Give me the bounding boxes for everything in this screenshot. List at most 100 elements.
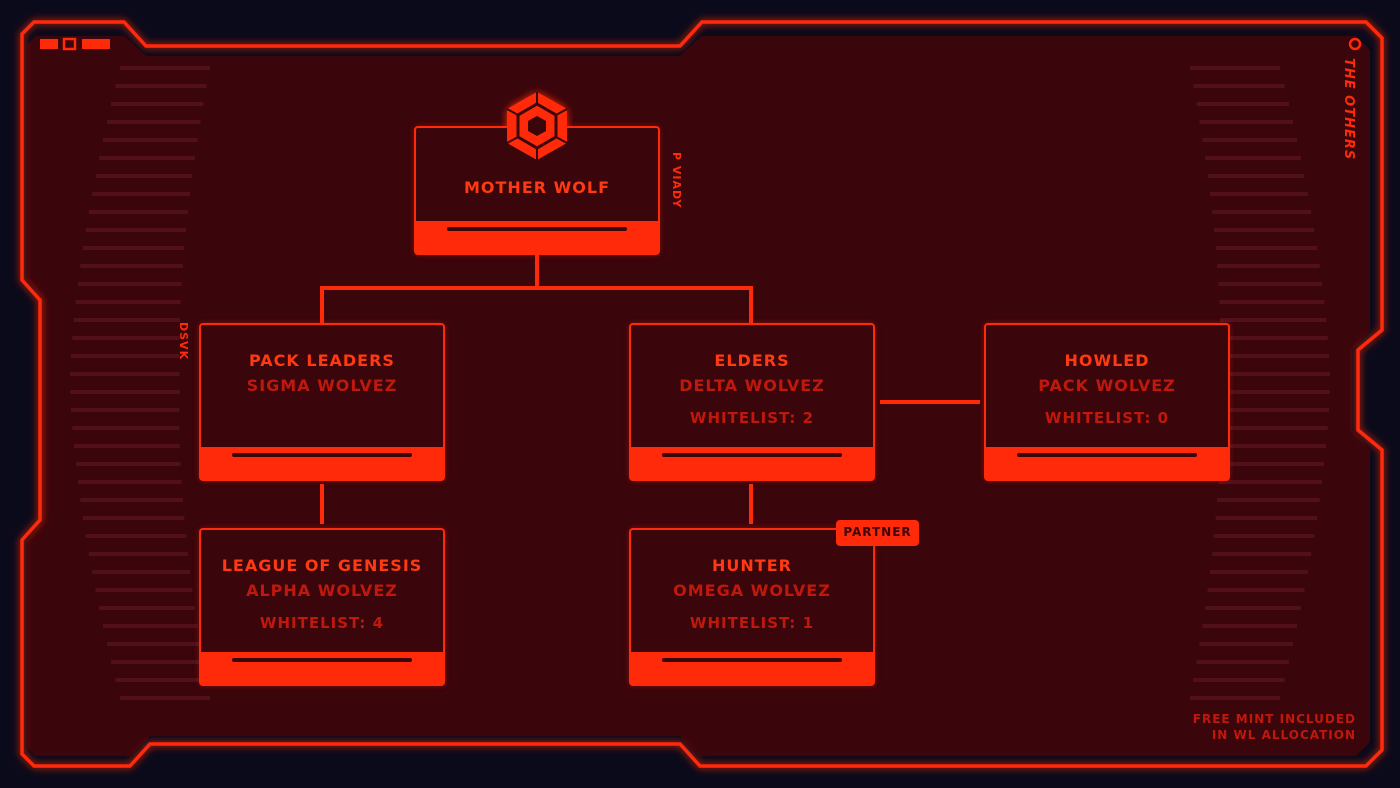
stripe [95, 588, 193, 592]
stripe [99, 156, 195, 160]
stripe [70, 390, 180, 394]
stripe [1213, 228, 1315, 232]
brand-side-label: THE OTHERS [1341, 58, 1356, 161]
stripe [70, 372, 180, 376]
node-league-of-genesis: LEAGUE OF GENESIS ALPHA WOLVEZ WHITELIST… [199, 528, 445, 686]
node-whitelist: WHITELIST: 2 [689, 409, 815, 427]
tree-connectors [320, 255, 980, 524]
stripe [1199, 120, 1293, 124]
node-title: PACK LEADERS [249, 351, 395, 370]
node-slot [447, 227, 627, 231]
stripe [1220, 372, 1330, 376]
stripe [1220, 354, 1330, 358]
stripe [1220, 444, 1327, 448]
node-band [201, 447, 443, 479]
stripe [1205, 606, 1301, 610]
indicator-block-1 [40, 39, 58, 49]
status-ring-icon [1348, 37, 1362, 51]
stripe [80, 264, 183, 268]
node-hunter: HUNTER OMEGA WOLVEZ WHITELIST: 1 [629, 528, 875, 686]
stripe [1220, 390, 1330, 394]
stripe [1212, 552, 1312, 556]
stripe [1190, 696, 1280, 700]
side-code-left: DSVK [177, 322, 190, 361]
node-subtitle: SIGMA WOLVEZ [246, 376, 398, 395]
node-band [416, 221, 658, 253]
footnote: FREE MINT INCLUDED IN WL ALLOCATION [1193, 711, 1356, 743]
stripe [1218, 282, 1323, 286]
node-elders: ELDERS DELTA WOLVEZ WHITELIST: 2 [629, 323, 875, 481]
stripe [1205, 156, 1301, 160]
node-title: ELDERS [714, 351, 790, 370]
stripe [1217, 498, 1320, 502]
stripe [82, 516, 185, 520]
stripe [72, 336, 180, 340]
stripe [80, 498, 183, 502]
stripe [1215, 246, 1318, 250]
frame-outline [20, 20, 1384, 768]
stripe [1202, 624, 1297, 628]
indicator-block-2 [62, 37, 77, 51]
stripe [107, 642, 201, 646]
stripe [1196, 660, 1289, 664]
stripe [1193, 84, 1285, 88]
stripe [1207, 588, 1305, 592]
decorative-stripes-right [1190, 66, 1330, 700]
stripe [1213, 534, 1315, 538]
stripe [75, 300, 181, 304]
stripe [99, 606, 195, 610]
stripe [1209, 570, 1308, 574]
node-subtitle: ALPHA WOLVEZ [246, 581, 398, 600]
stripe [85, 534, 187, 538]
stripe [70, 408, 180, 412]
stripe [1220, 408, 1330, 412]
node-slot [662, 658, 842, 662]
stripe [1220, 318, 1327, 322]
stripe [1220, 426, 1328, 430]
stripe [70, 354, 180, 358]
stripe [85, 228, 187, 232]
node-slot [232, 453, 412, 457]
node-subtitle: DELTA WOLVEZ [679, 376, 825, 395]
node-band [201, 652, 443, 684]
node-pack-leaders: PACK LEADERS SIGMA WOLVEZ [199, 323, 445, 481]
stripe [92, 192, 191, 196]
node-slot [662, 453, 842, 457]
stripe [1219, 300, 1325, 304]
emblem-overlay [506, 92, 568, 160]
node-title: LEAGUE OF GENESIS [221, 556, 423, 575]
node-whitelist: WHITELIST: 0 [1044, 409, 1170, 427]
node-slot [232, 658, 412, 662]
node-whitelist: WHITELIST: 4 [259, 614, 385, 632]
stripe [77, 480, 182, 484]
stripe [1219, 462, 1325, 466]
stripe [120, 696, 210, 700]
stripe [1217, 264, 1320, 268]
stripe [1202, 138, 1297, 142]
node-subtitle: PACK WOLVEZ [1038, 376, 1176, 395]
node-subtitle: OMEGA WOLVEZ [673, 581, 831, 600]
stripe [111, 102, 204, 106]
stripe [72, 426, 180, 430]
decorative-stripes-left [70, 66, 210, 700]
stripe [1193, 678, 1285, 682]
node-band [631, 447, 873, 479]
stripe [1196, 102, 1289, 106]
stripe [103, 138, 198, 142]
node-howled: HOWLED PACK WOLVEZ WHITELIST: 0 [984, 323, 1230, 481]
partner-badge: PARTNER [836, 520, 919, 546]
stripe [75, 462, 181, 466]
node-band [986, 447, 1228, 479]
node-slot [1017, 453, 1197, 457]
stripe [111, 660, 204, 664]
stripe [1220, 336, 1328, 340]
stripe [1199, 642, 1293, 646]
stripe [1207, 174, 1305, 178]
stripe [77, 282, 182, 286]
stripe [115, 84, 207, 88]
indicator-block-3 [82, 39, 110, 49]
node-band [631, 652, 873, 684]
stripe [120, 66, 210, 70]
stripe [103, 624, 198, 628]
stripe [88, 210, 188, 214]
